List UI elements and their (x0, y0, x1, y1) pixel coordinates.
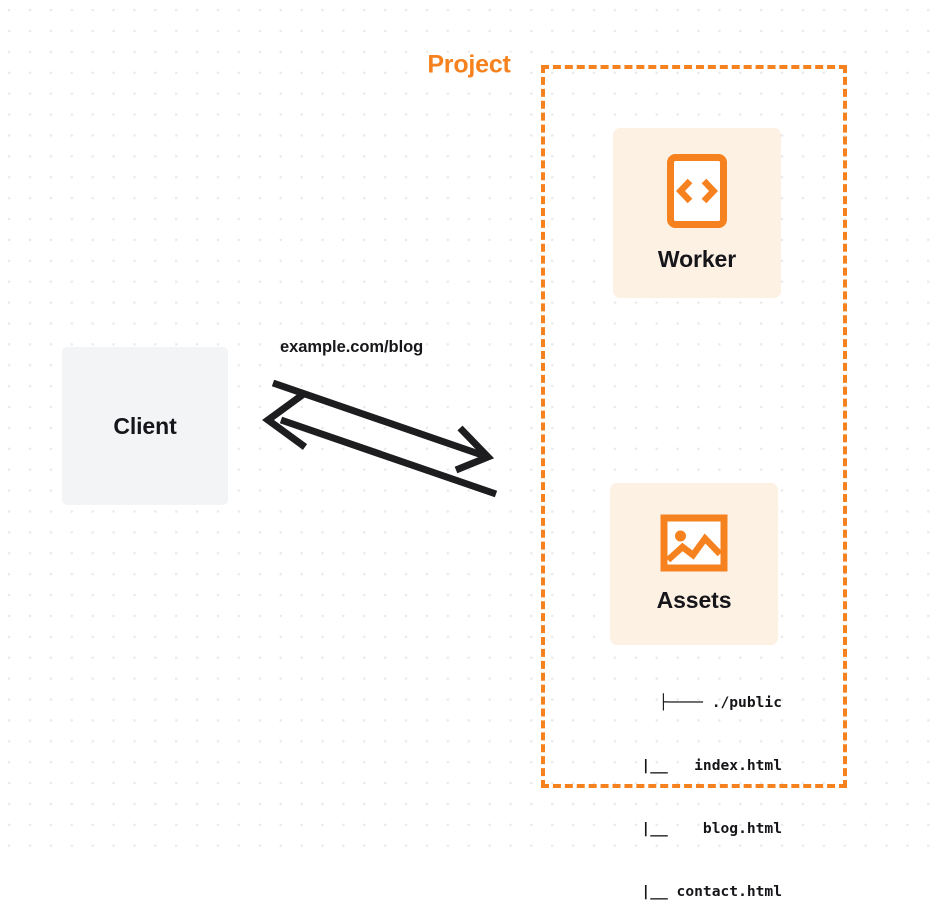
flow-url-label: example.com/blog (280, 338, 424, 356)
client-node[interactable]: Client (62, 347, 228, 505)
tree-row: |__ contact.html (623, 883, 782, 900)
project-group-label: Project (421, 52, 517, 78)
asset-file-tree: ├──── ./public |__ index.html |__ blog.h… (588, 650, 782, 923)
client-node-label: Client (113, 412, 177, 439)
image-icon (660, 514, 728, 572)
tree-row: ├──── ./public (658, 694, 782, 711)
worker-node-label: Worker (657, 246, 737, 272)
project-group-boundary (541, 65, 847, 788)
tree-row: |__ blog.html (623, 820, 782, 837)
code-file-icon (666, 153, 728, 229)
tree-row: |__ index.html (623, 757, 782, 774)
worker-node[interactable]: Worker (613, 128, 781, 298)
assets-node[interactable]: Assets (610, 483, 778, 645)
assets-node-label: Assets (656, 587, 732, 613)
